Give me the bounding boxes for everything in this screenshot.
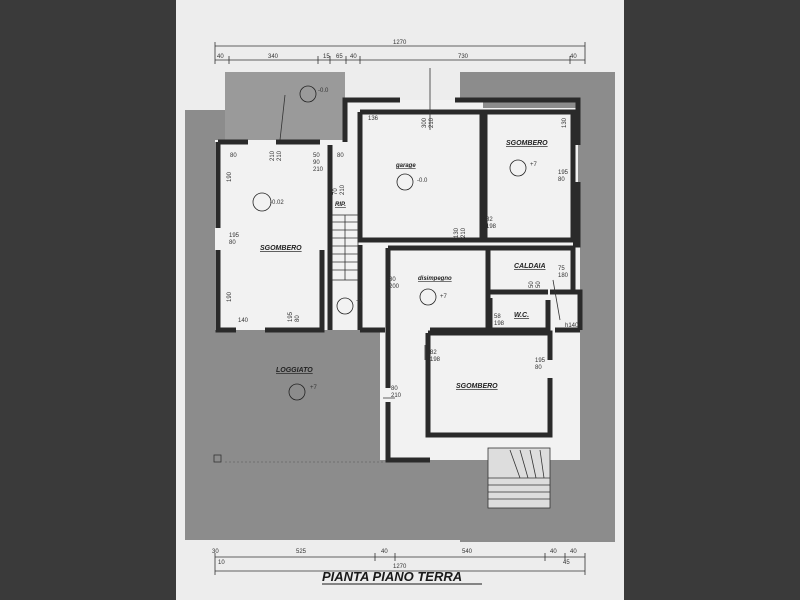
room-sgombero-left: SGOMBERO [260,245,302,252]
floor-right-top [483,108,578,243]
room-sgombero-right-top: SGOMBERO [506,140,548,147]
opening-dim: 5050 [529,281,542,288]
walls [215,97,583,463]
level-loggiato: +7 [310,385,318,391]
opening-dim: 300210 [422,117,435,128]
bottom-dim-8: 45 [563,560,570,566]
opening-dim: 210210 [270,150,283,161]
stair-internal [331,214,359,281]
bottom-dim-2: 525 [296,549,307,555]
top-dim-3: 15 [323,54,330,60]
room-loggiato: LOGGIATO [276,367,313,374]
door-markers [213,68,561,463]
opening-dim: 80 [230,153,237,159]
level-garage: -0.0 [417,178,428,184]
room-disimpegno: disimpegno [418,276,452,282]
bottom-dim-6: 40 [570,549,577,555]
room-caldaia: CALDAIA [514,263,546,270]
room-sgombero-bottom: SGOMBERO [456,383,498,390]
room-garage: garage [395,163,416,169]
top-total-dim: 1270 [393,40,407,46]
opening-dim: 70210 [333,184,346,195]
opening-dim: 130 [562,117,568,128]
bottom-dim-7: 10 [218,560,225,566]
plan-title: PIANTA PIANO TERRA [322,569,462,584]
room-wc: W.C. [514,312,529,319]
level-sgombero-right-top: +7 [530,162,538,168]
stair-external [487,447,551,509]
level-stair-landing: +7 [356,299,364,305]
bottom-dim-5: 40 [550,549,557,555]
floor-garage [348,100,483,245]
opening-dim: 190 [227,171,233,182]
opening-dim: 136 [368,116,379,122]
bottom-dim-3: 40 [381,549,388,555]
top-dim-7: 40 [570,54,577,60]
level-markers [252,85,527,401]
top-dim-6: 730 [458,54,469,60]
level-disimpegno: +7 [440,294,448,300]
terrace-top [225,72,345,140]
level-entry: -0.0 [318,88,329,94]
room-rip: RIP. [335,202,346,208]
bottom-total-dim: 1270 [393,564,407,570]
opening-dim: 140 [238,318,249,324]
opening-dim: 190 [227,291,233,302]
top-dim-2: 340 [268,54,279,60]
top-dim-4: 65 [336,54,343,60]
bottom-dim-4: 540 [462,549,473,555]
opening-dim: 19580 [288,311,301,322]
opening-dim: 130210 [454,227,467,238]
top-dim-1: 40 [217,54,224,60]
opening-dim: h140 [565,323,579,329]
level-sgombero-left: -0.02 [270,200,284,206]
top-dim-5: 40 [350,54,357,60]
dimension-lines [214,42,586,575]
opening-dim: 80 [337,153,344,159]
bottom-dim-1: 30 [212,549,219,555]
floor-center [380,243,580,460]
